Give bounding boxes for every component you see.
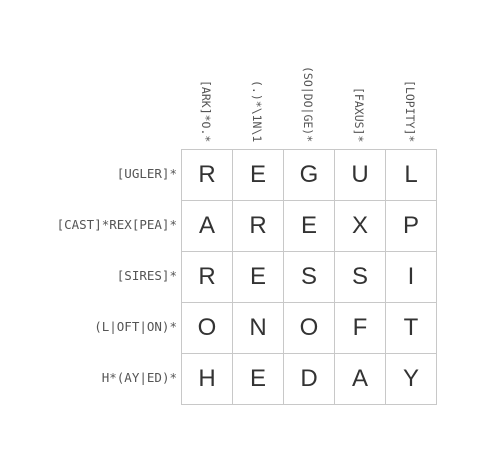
grid-cell-r2-c1[interactable]: A [182, 201, 233, 252]
grid-cell-r1-c5[interactable]: L [386, 150, 437, 201]
grid-cell-r3-c2[interactable]: E [233, 252, 284, 303]
grid-cell-r2-c2[interactable]: R [233, 201, 284, 252]
row-clue-3: [SIRES]* [116, 268, 177, 283]
grid-cell-r4-c2[interactable]: N [233, 303, 284, 354]
column-clue-2: (.)*\1N\1 [250, 79, 264, 142]
column-clue-1: [ARK]*O.* [199, 79, 213, 142]
grid-cell-r2-c5[interactable]: P [386, 201, 437, 252]
row-clue-1: [UGLER]* [116, 166, 177, 181]
grid-cell-r4-c5[interactable]: T [386, 303, 437, 354]
grid-cell-r4-c4[interactable]: F [335, 303, 386, 354]
grid-cell-r5-c4[interactable]: A [335, 354, 386, 405]
grid-cell-r1-c4[interactable]: U [335, 150, 386, 201]
row-clue-5: H*(AY|ED)* [101, 370, 177, 385]
row-clue-2: [CAST]*REX[PEA]* [56, 217, 177, 232]
grid-cell-r5-c5[interactable]: Y [386, 354, 437, 405]
grid-cell-r4-c3[interactable]: O [284, 303, 335, 354]
grid-cell-r2-c4[interactable]: X [335, 201, 386, 252]
grid-cell-r4-c1[interactable]: O [182, 303, 233, 354]
grid-cell-r3-c4[interactable]: S [335, 252, 386, 303]
grid-cell-r1-c2[interactable]: E [233, 150, 284, 201]
column-clue-4: [FAXUS]* [352, 86, 366, 142]
grid-cell-r5-c2[interactable]: E [233, 354, 284, 405]
grid-cell-r3-c1[interactable]: R [182, 252, 233, 303]
grid-cell-r1-c3[interactable]: G [284, 150, 335, 201]
grid-cell-r3-c3[interactable]: S [284, 252, 335, 303]
letter-grid: R E G U L A R E X P R E S S I O N O F T … [181, 149, 437, 405]
column-clue-3: (SO|DO|GE)* [301, 65, 315, 142]
grid-cell-r5-c3[interactable]: D [284, 354, 335, 405]
row-clue-4: (L|OFT|ON)* [94, 319, 177, 334]
column-clue-5: [LOPITY]* [403, 79, 417, 142]
grid-cell-r5-c1[interactable]: H [182, 354, 233, 405]
grid-cell-r2-c3[interactable]: E [284, 201, 335, 252]
grid-cell-r1-c1[interactable]: R [182, 150, 233, 201]
grid-cell-r3-c5[interactable]: I [386, 252, 437, 303]
